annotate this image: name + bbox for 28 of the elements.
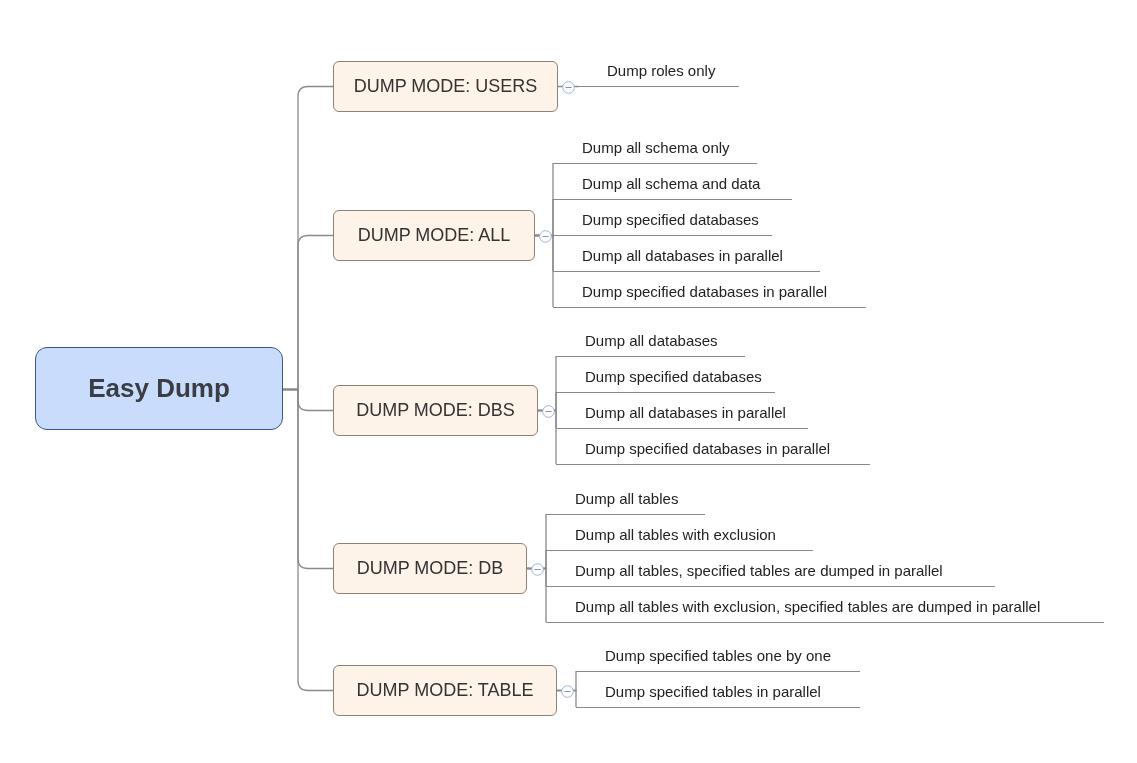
subtopic-text: Dump specified databases in parallel <box>553 281 866 308</box>
subtopic-text: Dump all databases <box>556 330 745 357</box>
topic-box: DUMP MODE: DB <box>333 543 527 594</box>
subtopic-text: Dump specified tables one by one <box>576 645 860 672</box>
topic-box: DUMP MODE: TABLE <box>333 665 557 716</box>
topic-box: DUMP MODE: DBS <box>333 385 538 436</box>
connector-line <box>556 689 577 708</box>
connector-line <box>526 567 547 623</box>
subtopic-text: Dump specified tables in parallel <box>576 681 860 708</box>
subtopic-text: Dump roles only <box>578 60 739 87</box>
root-topic: Easy Dump <box>35 347 283 430</box>
subtopic-text: Dump specified databases in parallel <box>556 438 870 465</box>
connector-line <box>537 409 557 465</box>
subtopic-text: Dump specified databases <box>556 366 775 393</box>
connector-line <box>534 234 554 308</box>
subtopic-text: Dump all schema and data <box>553 173 792 200</box>
subtopic-text: Dump all tables <box>546 488 705 515</box>
connector-line <box>557 85 579 88</box>
subtopic-text: Dump all tables, specified tables are dumped in parallel <box>546 560 995 587</box>
subtopic-text: Dump all tables with exclusion <box>546 524 813 551</box>
topic-box: DUMP MODE: ALL <box>333 210 535 261</box>
subtopic-text: Dump all databases in parallel <box>556 402 808 429</box>
subtopic-text: Dump all tables with exclusion, specified tables are dumped in parallel <box>546 596 1104 623</box>
connector-line <box>282 388 334 692</box>
subtopic-text: Dump all databases in parallel <box>553 245 820 272</box>
subtopic-text: Dump specified databases <box>553 209 772 236</box>
subtopic-text: Dump all schema only <box>553 137 757 164</box>
topic-box: DUMP MODE: USERS <box>333 61 558 112</box>
